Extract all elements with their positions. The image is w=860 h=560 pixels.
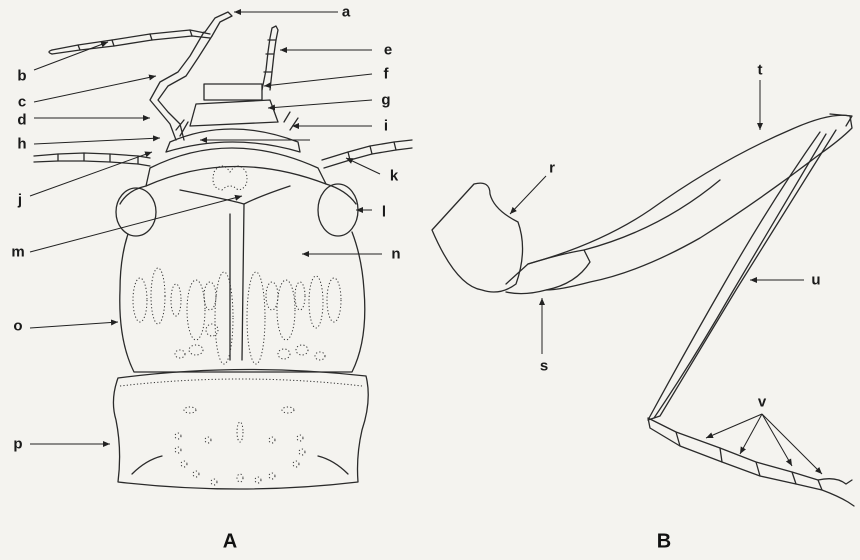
head-capsule — [146, 148, 326, 360]
label-d: d — [17, 113, 26, 128]
antenna-left-upper — [49, 30, 210, 54]
label-h: h — [17, 137, 26, 152]
label-t: t — [758, 63, 763, 78]
leg-claw — [818, 479, 854, 506]
label-v: v — [758, 395, 766, 410]
antenna-right-upper — [262, 26, 278, 90]
label-p: p — [13, 437, 22, 452]
pronotum — [113, 369, 368, 489]
leg-trochanter — [506, 250, 590, 294]
label-u: u — [811, 273, 820, 288]
label-i: i — [384, 119, 388, 134]
label-l: l — [382, 205, 386, 220]
label-b: b — [17, 69, 26, 84]
leader-lines-panel-a — [30, 12, 382, 444]
label-k: k — [390, 169, 398, 184]
antenna-right-lateral — [322, 140, 412, 168]
leader-lines-panel-b — [510, 80, 822, 474]
label-s: s — [540, 359, 548, 374]
label-n: n — [391, 247, 400, 262]
label-a: a — [342, 5, 350, 20]
label-r: r — [549, 161, 555, 176]
leg-coxa — [432, 183, 523, 292]
insect-head-dorsal-view — [34, 12, 412, 489]
insect-leg — [432, 114, 854, 506]
leg-tarsus — [648, 418, 822, 490]
panel-label-b: B — [657, 531, 671, 554]
label-f: f — [384, 67, 389, 82]
label-c: c — [18, 95, 26, 110]
eye-left — [116, 188, 156, 236]
label-m: m — [11, 245, 24, 260]
mouthparts — [166, 84, 300, 152]
label-e: e — [384, 43, 392, 58]
label-g: g — [381, 93, 390, 108]
eye-right — [318, 184, 358, 236]
panel-label-a: A — [223, 531, 237, 554]
label-o: o — [13, 319, 22, 334]
label-j: j — [18, 193, 22, 208]
